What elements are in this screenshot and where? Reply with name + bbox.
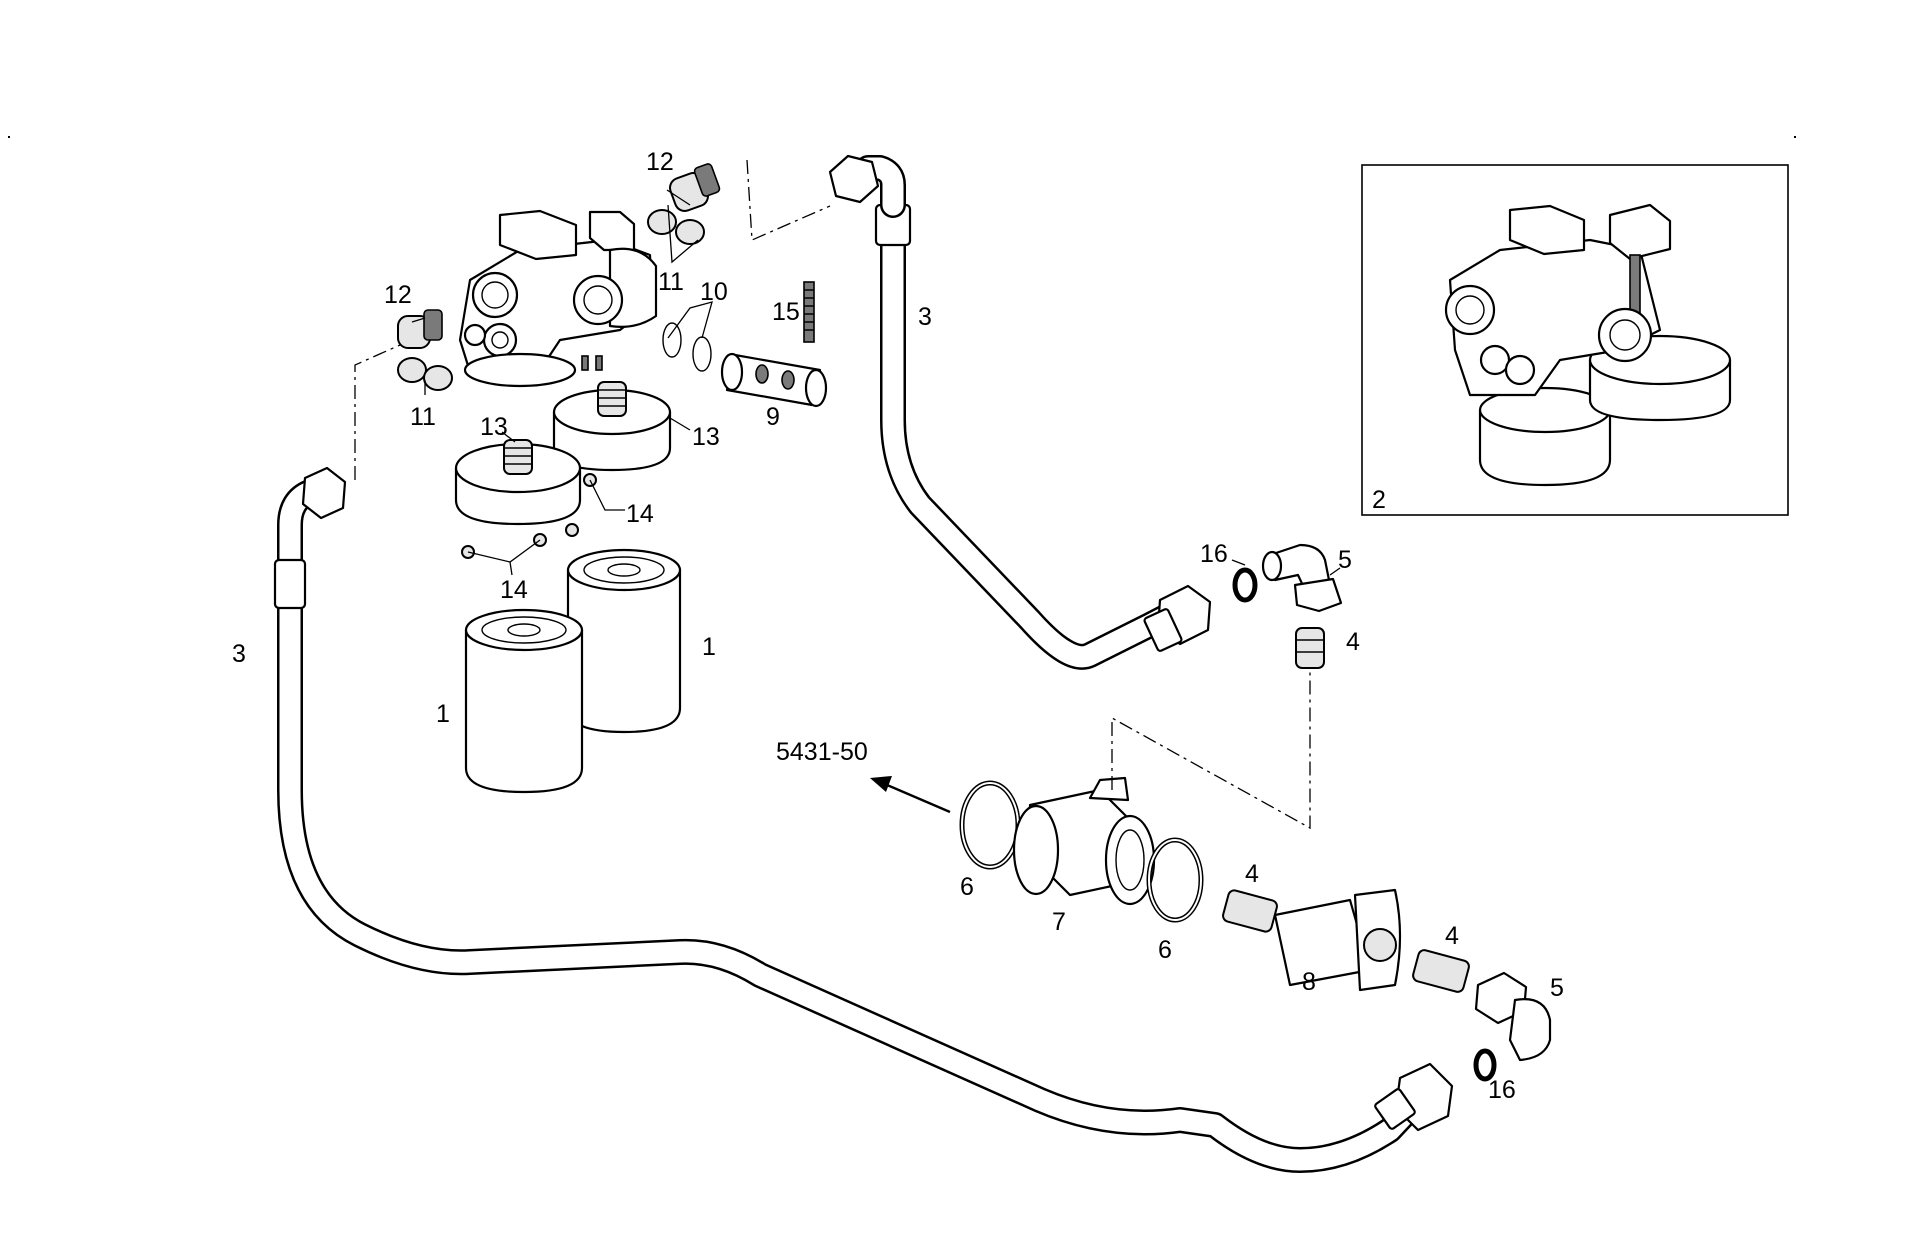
label-hose-left: 3 <box>232 640 246 668</box>
seal-ring-6-left <box>959 780 1021 870</box>
label-o-rings: 10 <box>700 278 728 306</box>
label-adapter-mid: 4 <box>1245 860 1259 888</box>
filter-head-assembled <box>1444 203 1732 487</box>
filter-rear-1 <box>566 548 682 734</box>
corner-marks <box>8 136 1796 138</box>
inset-frame <box>1361 164 1789 516</box>
label-seal-upper: 16 <box>1200 540 1228 568</box>
reference-label: 5431-50 <box>776 738 868 766</box>
label-filter-front: 1 <box>436 700 450 728</box>
reference-arrow <box>870 776 951 814</box>
adapter-4-upper <box>1295 627 1325 669</box>
adapter-plate-front-13 <box>454 439 582 526</box>
label-seal-ring-right: 6 <box>1158 936 1172 964</box>
label-spring: 15 <box>772 298 800 326</box>
label-reducer: 8 <box>1302 968 1316 996</box>
filter-head-exploded <box>458 209 658 388</box>
label-plug-top: 12 <box>646 148 674 176</box>
seal-ring-6-right <box>1146 837 1204 923</box>
label-plate-rear: 13 <box>692 423 720 451</box>
tee-fitting-7 <box>1012 776 1156 906</box>
leader-lines <box>411 189 1341 576</box>
label-plate-front: 13 <box>480 413 508 441</box>
adapter-4-lower <box>1412 949 1470 993</box>
filter-front-1 <box>464 608 584 794</box>
label-seal-ring-left: 6 <box>960 873 974 901</box>
spring-15 <box>803 281 815 343</box>
label-seal-lower: 16 <box>1488 1076 1516 1104</box>
label-plugs-top: 11 <box>658 268 684 296</box>
hose-left <box>273 466 1454 1173</box>
labels: 1 1 2 3 3 4 4 4 5 5 6 6 7 8 9 10 11 11 1… <box>232 148 1564 1104</box>
label-hose-right: 3 <box>918 303 932 331</box>
label-tee: 7 <box>1052 908 1066 936</box>
seal-16-lower <box>1473 1048 1497 1082</box>
label-adapter-lower: 4 <box>1445 922 1459 950</box>
label-plug-left: 12 <box>384 281 412 309</box>
label-adapter-upper: 4 <box>1346 628 1360 656</box>
plug-left-12 <box>397 309 443 349</box>
hose-right <box>828 154 1212 670</box>
reducer-8 <box>1273 888 1402 992</box>
label-screws-left: 14 <box>500 576 528 604</box>
label-piston: 9 <box>766 403 780 431</box>
label-elbow-upper: 5 <box>1338 546 1352 574</box>
label-filter-rear: 1 <box>702 633 716 661</box>
elbow-5-upper <box>1261 543 1343 613</box>
plugs-left-11 <box>397 357 453 391</box>
plugs-top-11 <box>647 209 705 245</box>
label-elbow-lower: 5 <box>1550 974 1564 1002</box>
valve-piston-9 <box>720 352 828 408</box>
elbow-5-lower <box>1474 971 1552 1062</box>
seal-16-upper <box>1232 567 1258 603</box>
plug-top-12 <box>669 163 721 212</box>
label-filter-head: 2 <box>1372 486 1386 514</box>
centerlines <box>354 159 1311 830</box>
label-screws-right: 14 <box>626 500 654 528</box>
label-plugs-left: 11 <box>410 403 436 431</box>
adapter-4-mid <box>1222 889 1278 933</box>
